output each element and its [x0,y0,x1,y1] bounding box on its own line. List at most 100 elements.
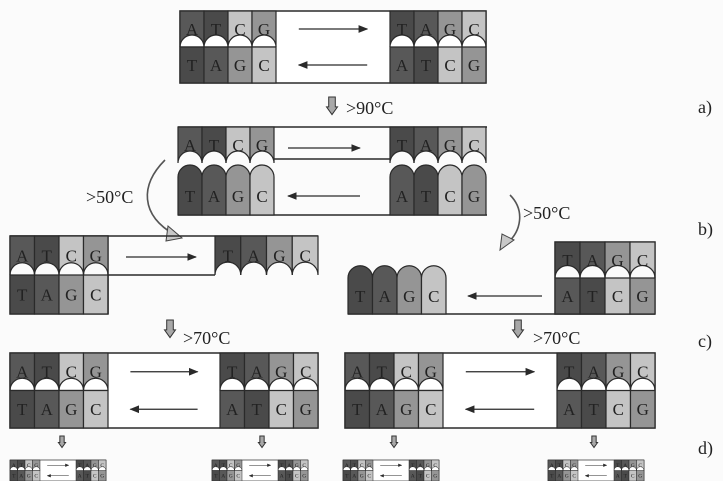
base-c-label: C [613,400,624,419]
base-a-label: A [221,474,225,480]
temp-label-anneal-right: >50°C [523,203,570,223]
temp-label-denature: >90°C [346,98,393,118]
base-a-label: A [586,251,599,270]
base-a-label: A [588,363,601,382]
extend-right-down-arrow [513,320,524,338]
anneal-arrowhead-right [500,234,514,250]
base-c-label: C [468,20,479,39]
base-g-label: G [433,474,437,480]
base-t-label: T [587,287,598,306]
base-c-label: C [425,400,436,419]
base-c-label: C [27,463,31,469]
base-c-label: C [234,20,245,39]
step-label-a: a) [698,97,712,118]
base-g-label: G [27,474,31,480]
base-c-label: C [299,246,310,265]
base-g-label: G [367,463,371,469]
base-t-label: T [17,400,28,419]
base-a-label: A [78,474,82,480]
base-c-label: C [444,187,455,206]
base-a-label: A [345,463,349,469]
base-c-label: C [236,474,240,480]
base-t-label: T [185,187,196,206]
base-c-label: C [66,246,77,265]
denature-down-arrow [327,97,338,115]
base-a-label: A [184,136,197,155]
base-c-label: C [302,463,306,469]
base-a-label: A [16,246,29,265]
base-g-label: G [232,187,244,206]
base-g-label: G [234,56,246,75]
base-g-label: G [295,463,299,469]
base-a-label: A [251,363,264,382]
base-a-label: A [616,474,620,480]
base-a-label: A [550,463,554,469]
base-c-label: C [360,463,364,469]
base-g-label: G [444,20,456,39]
base-c-label: C [444,56,455,75]
base-t-label: T [17,285,28,304]
base-a-label: A [85,463,89,469]
base-a-label: A [557,474,561,480]
base-g-label: G [256,136,268,155]
base-a-label: A [376,400,389,419]
base-c-label: C [572,474,576,480]
base-a-label: A [208,187,221,206]
base-g-label: G [631,463,635,469]
base-a-label: A [379,287,392,306]
base-a-label: A [41,285,54,304]
base-t-label: T [355,287,366,306]
base-a-label: A [396,56,409,75]
base-t-label: T [252,400,263,419]
base-c-label: C [565,463,569,469]
base-t-label: T [562,251,573,270]
base-t-label: T [42,246,53,265]
base-g-label: G [65,285,77,304]
base-g-label: G [258,20,270,39]
base-g-label: G [444,136,456,155]
base-t-label: T [223,246,234,265]
base-a-label: A [352,474,356,480]
base-c-label: C [637,251,648,270]
base-g-label: G [468,187,480,206]
anneal-arrow-left [147,160,175,235]
base-g-label: G [275,363,287,382]
base-g-label: G [565,474,569,480]
base-g-label: G [612,363,624,382]
base-t-label: T [421,187,432,206]
step-label-b: b) [698,219,713,240]
base-a-label: A [280,474,284,480]
base-g-label: G [360,474,364,480]
base-c-label: C [637,363,648,382]
cycle-down-arrow-4 [590,436,597,448]
base-c-label: C [34,474,38,480]
base-c-label: C [631,474,635,480]
base-c-label: C [638,463,642,469]
base-g-label: G [638,474,642,480]
base-a-label: A [351,363,364,382]
temp-label-extend-left: >70°C [183,328,230,348]
cycle-down-arrow-3 [390,436,397,448]
base-g-label: G [403,287,415,306]
base-t-label: T [187,56,198,75]
base-c-label: C [426,474,430,480]
base-g-label: G [100,474,104,480]
base-a-label: A [623,463,627,469]
base-a-label: A [16,363,29,382]
base-g-label: G [302,474,306,480]
temp-label-anneal-left: >50°C [86,187,133,207]
base-c-label: C [90,285,101,304]
base-a-label: A [396,187,409,206]
base-g-label: G [572,463,576,469]
base-g-label: G [273,246,285,265]
base-g-label: G [65,400,77,419]
base-c-label: C [433,463,437,469]
base-t-label: T [564,363,575,382]
base-t-label: T [352,400,363,419]
base-c-label: C [258,56,269,75]
base-c-label: C [276,400,287,419]
base-a-label: A [420,20,433,39]
base-g-label: G [34,463,38,469]
base-g-label: G [400,400,412,419]
